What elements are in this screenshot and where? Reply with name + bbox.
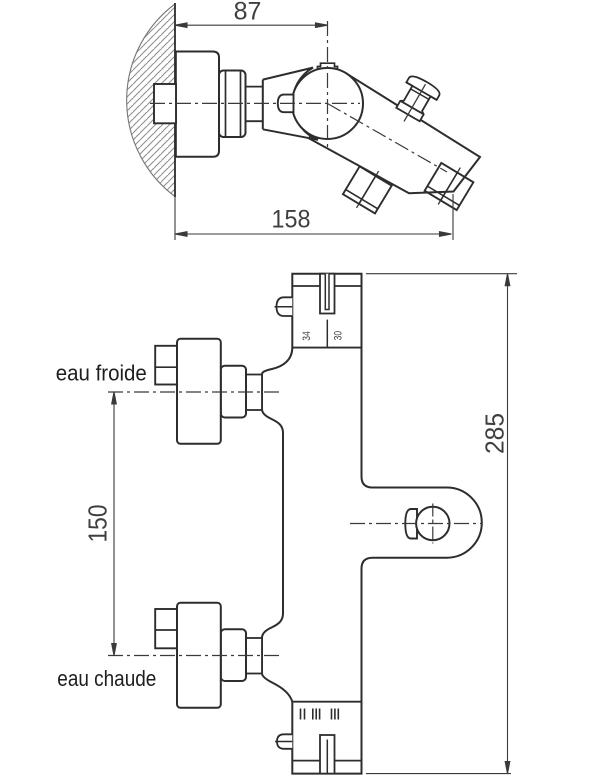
svg-text:30: 30 xyxy=(333,331,345,341)
svg-text:158: 158 xyxy=(272,206,311,234)
svg-text:34: 34 xyxy=(301,331,313,341)
svg-text:eau froide: eau froide xyxy=(56,361,147,386)
svg-text:285: 285 xyxy=(480,413,510,454)
svg-text:eau chaude: eau chaude xyxy=(57,666,156,691)
svg-text:87: 87 xyxy=(234,0,262,26)
svg-text:150: 150 xyxy=(83,505,113,543)
